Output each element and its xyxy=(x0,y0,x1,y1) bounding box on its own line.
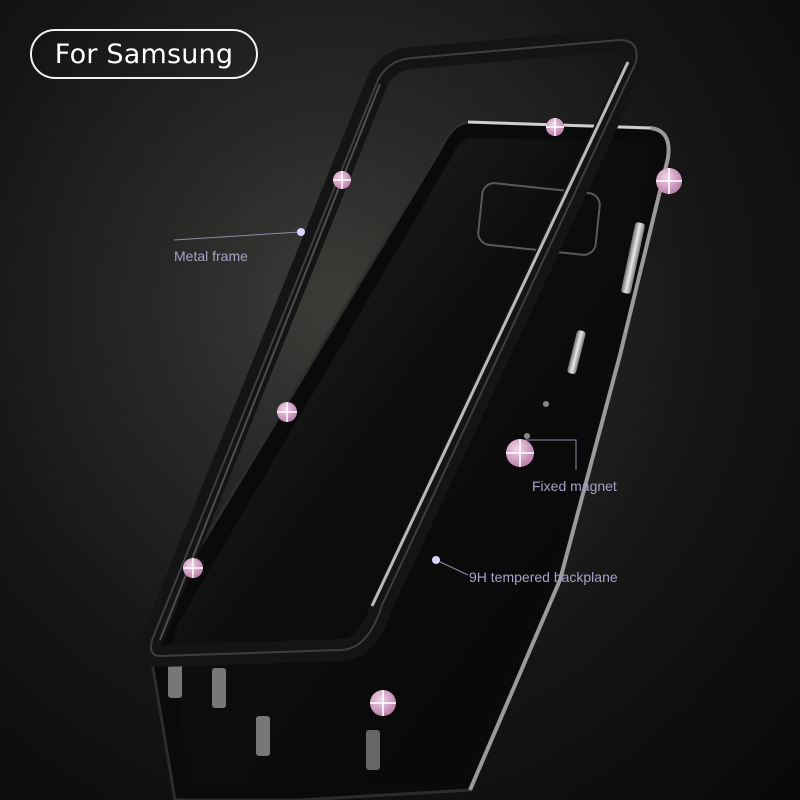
power-button xyxy=(567,330,586,374)
magnet-marker xyxy=(277,402,297,422)
metal-frame-label: Metal frame xyxy=(174,248,248,264)
magnet-marker xyxy=(183,558,203,578)
camera-window xyxy=(477,182,601,256)
brand-badge-text: For Samsung xyxy=(54,38,234,70)
bottom-clip xyxy=(212,668,226,708)
fixed-magnet-label: Fixed magnet xyxy=(532,478,617,494)
bottom-clip xyxy=(366,730,380,770)
magnet-marker xyxy=(506,439,534,467)
callout-lines xyxy=(173,231,577,576)
volume-button xyxy=(621,222,645,294)
magnet-markers xyxy=(183,118,682,716)
callout-dot xyxy=(297,228,305,236)
brand-badge: For Samsung xyxy=(30,29,258,79)
backplane-label: 9H tempered backplane xyxy=(469,569,618,585)
bottom-clip xyxy=(168,658,182,698)
magnet-marker xyxy=(546,118,564,136)
bottom-clip xyxy=(256,716,270,756)
magnet-marker xyxy=(333,171,351,189)
magnet-marker xyxy=(656,168,682,194)
callout-dot xyxy=(432,556,440,564)
magnet-marker xyxy=(370,690,396,716)
